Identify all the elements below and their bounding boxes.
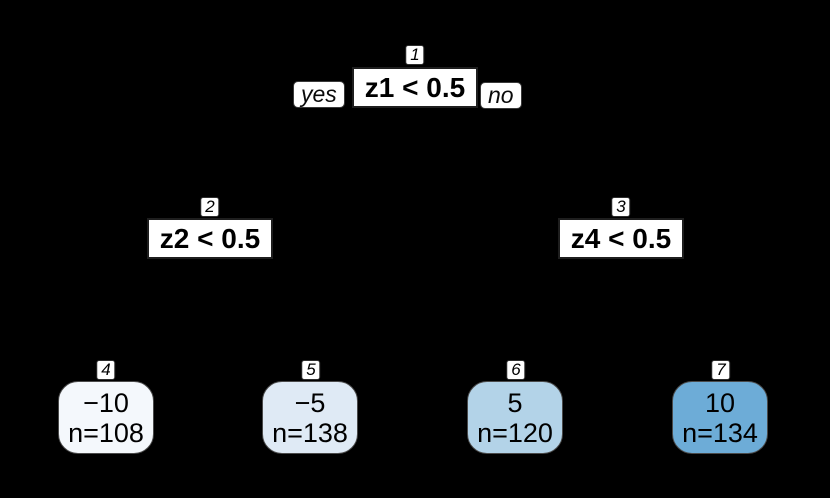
leaf-count: n=138 (272, 417, 348, 448)
root-split-node: z1 < 0.5 (352, 67, 478, 108)
node-1-number-badge: 1 (405, 45, 425, 65)
branch-label-yes: yes (293, 81, 345, 108)
split-node-2: z2 < 0.5 (147, 218, 273, 259)
leaf-value: −5 (294, 387, 326, 418)
node-6-number-badge: 6 (506, 360, 526, 380)
leaf-node-6: 5 n=120 (467, 381, 563, 454)
leaf-count: n=120 (477, 417, 553, 448)
leaf-node-4: −10 n=108 (58, 381, 154, 454)
node-4-number-badge: 4 (96, 360, 116, 380)
node-2-number-badge: 2 (200, 197, 220, 217)
leaf-count: n=134 (682, 417, 758, 448)
node-7-number-badge: 7 (711, 360, 731, 380)
node-5-number-badge: 5 (301, 360, 321, 380)
leaf-value: 5 (507, 387, 523, 418)
leaf-count: n=108 (68, 417, 144, 448)
branch-label-no: no (480, 82, 522, 109)
leaf-node-7: 10 n=134 (672, 381, 768, 454)
split-node-3: z4 < 0.5 (558, 218, 684, 259)
leaf-value: −10 (83, 387, 129, 418)
node-3-number-badge: 3 (611, 197, 631, 217)
leaf-node-5: −5 n=138 (262, 381, 358, 454)
leaf-value: 10 (704, 387, 736, 418)
